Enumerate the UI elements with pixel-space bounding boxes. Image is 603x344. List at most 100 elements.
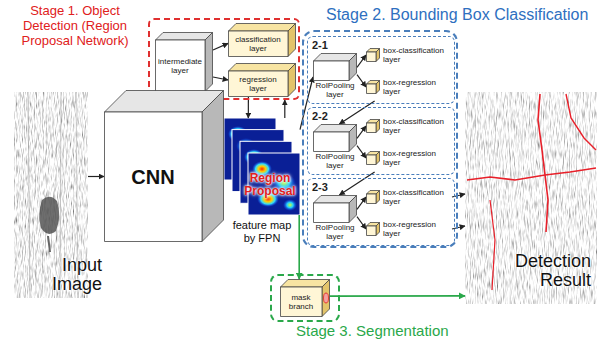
input-image-part	[39, 197, 59, 234]
stage-region: Stage 2. Bounding Box Classification2-1R…	[302, 30, 458, 248]
cube-face	[376, 191, 380, 204]
cube-face	[281, 280, 330, 288]
cube-shape	[366, 190, 380, 204]
connector-arrow	[357, 75, 366, 87]
stage-region: Stage 1. Object Detection (Region Propos…	[148, 18, 300, 100]
cube-face	[367, 123, 377, 133]
region-heading: Stage 2. Bounding Box Classification	[326, 5, 588, 24]
connector-arrow	[357, 146, 366, 158]
cube-face	[314, 132, 350, 152]
image-frame: Detection Result	[465, 92, 597, 304]
node-label: intermediate layer	[157, 42, 203, 90]
cube-face	[156, 40, 206, 92]
node-label: feature map by FPN	[228, 219, 296, 244]
cube-face	[314, 61, 350, 81]
node-label: box-classification layer	[383, 183, 452, 211]
connector-arrow	[357, 197, 366, 209]
node-label: Input Image	[42, 256, 102, 294]
cube-shape	[313, 195, 357, 223]
stage-region: Stage 3. Segmentationmask branch	[270, 274, 340, 322]
cube-face	[229, 31, 289, 57]
region-heading: Stage 3. Segmentation	[296, 322, 449, 339]
box-regression-layer: box-regression layer	[366, 215, 452, 243]
connector-arrow	[284, 100, 285, 118]
cube-shape	[366, 80, 380, 94]
node-label: RoIPooling layer	[313, 82, 357, 100]
connector-arrow	[88, 176, 104, 177]
box-classification-layer: box-classification layer	[366, 183, 452, 211]
node-label: box-regression layer	[383, 215, 452, 243]
region-heading: 2-2	[312, 110, 328, 123]
cube-face	[367, 194, 377, 204]
cube-shape	[366, 222, 380, 236]
node-label: regression layer	[230, 72, 286, 96]
cube-face	[376, 120, 380, 133]
box-classification-layer: box-classification layer	[366, 41, 452, 69]
cube-face	[229, 64, 296, 72]
detection-image-part	[538, 94, 548, 232]
node-label: RoIPooling layer	[313, 224, 357, 242]
connector-arrow	[357, 126, 366, 138]
cube-face	[288, 24, 296, 57]
region-heading: 2-3	[312, 181, 328, 194]
layer-cube: classification layer	[228, 23, 296, 57]
cube-face	[229, 24, 296, 32]
cube-face	[376, 152, 380, 165]
feature-map-stack-part	[283, 199, 297, 211]
cube-face	[205, 33, 213, 92]
section-box: 2-1RoIPooling layerbox-classification la…	[307, 36, 455, 104]
feature-map: feature map by FPN	[224, 118, 300, 215]
cube-face	[105, 112, 203, 242]
connector-arrow	[452, 226, 465, 229]
detection-image-part	[490, 200, 495, 290]
cube-face	[367, 155, 377, 165]
section-box: 2-3RoIPooling layer box-classification la…	[307, 178, 455, 246]
node-label: mask branch	[281, 288, 321, 316]
node-label: box-classification layer	[383, 112, 452, 140]
input-image-part	[60, 92, 61, 298]
layer-cube: regression layer	[228, 63, 296, 97]
cube-face	[281, 287, 323, 317]
detection-image-part	[467, 168, 596, 180]
cube-face	[229, 71, 289, 97]
connector-arrow	[213, 43, 228, 50]
roipooling-layer: RoIPooling layer	[313, 124, 357, 172]
cube-shape	[313, 124, 357, 152]
cube-shape	[313, 53, 357, 81]
mask-symbol	[324, 293, 329, 303]
feature-map-stack	[224, 118, 300, 215]
input-image-part	[48, 236, 50, 252]
image-frame: Input Image	[14, 92, 88, 298]
cube-face	[314, 203, 350, 223]
cube-shape	[366, 48, 380, 62]
cube-face	[376, 223, 380, 236]
node-label: classification layer	[230, 32, 286, 56]
node-label: box-regression layer	[383, 73, 452, 101]
box-regression-layer: box-regression layer	[366, 73, 452, 101]
detection-image	[465, 92, 597, 304]
cnn-cube: CNN	[104, 90, 224, 242]
cube-shape	[366, 119, 380, 133]
cube-face	[156, 33, 213, 41]
annotation-label: Region Proposal	[242, 172, 298, 198]
layer-cube: intermediate layer	[155, 32, 213, 92]
node-label: box-regression layer	[383, 144, 452, 172]
connector-arrow	[330, 295, 465, 297]
box-classification-layer: box-classification layer	[366, 112, 452, 140]
cube-face	[322, 280, 330, 317]
connector-arrow	[213, 77, 228, 80]
cube-face	[367, 226, 377, 236]
cube-shape	[366, 151, 380, 165]
region-heading: Stage 1. Object Detection (Region Propos…	[4, 4, 146, 49]
cube-face	[367, 84, 377, 94]
connector-arrow	[452, 194, 465, 197]
connector-arrow	[298, 215, 300, 279]
cube-face	[349, 54, 357, 81]
node-label: Detection Result	[491, 252, 591, 290]
cube-face	[376, 49, 380, 62]
roipooling-layer: RoIPooling layer	[313, 53, 357, 101]
detection-image-part	[465, 92, 597, 304]
cube-face	[202, 91, 224, 242]
cube-face	[349, 196, 357, 223]
